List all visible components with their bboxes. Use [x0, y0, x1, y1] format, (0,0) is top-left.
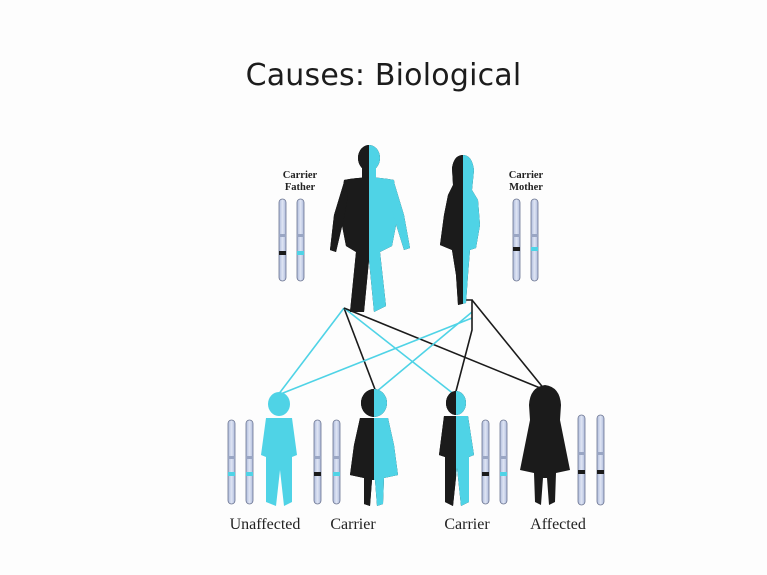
child3-silhouette [439, 391, 474, 506]
child2-label: Carrier [298, 516, 408, 534]
father-to-child4-line [344, 308, 545, 390]
child4-silhouette [520, 385, 570, 505]
child4-label: Affected [503, 516, 613, 534]
mother-to-child2-line [376, 312, 472, 392]
mother-silhouette [440, 155, 480, 305]
child2-chromosomes [314, 420, 340, 504]
father-chromosomes [279, 199, 304, 281]
father-silhouette [330, 145, 410, 312]
mother-to-child4-line [472, 300, 545, 390]
inheritance-lines [278, 300, 545, 395]
mother-chromosomes [513, 199, 538, 281]
child4-chromosomes [578, 415, 604, 505]
child1-silhouette [261, 392, 297, 506]
child2-silhouette [350, 389, 398, 506]
child1-chromosomes [228, 420, 253, 504]
child3-chromosomes [482, 420, 507, 504]
